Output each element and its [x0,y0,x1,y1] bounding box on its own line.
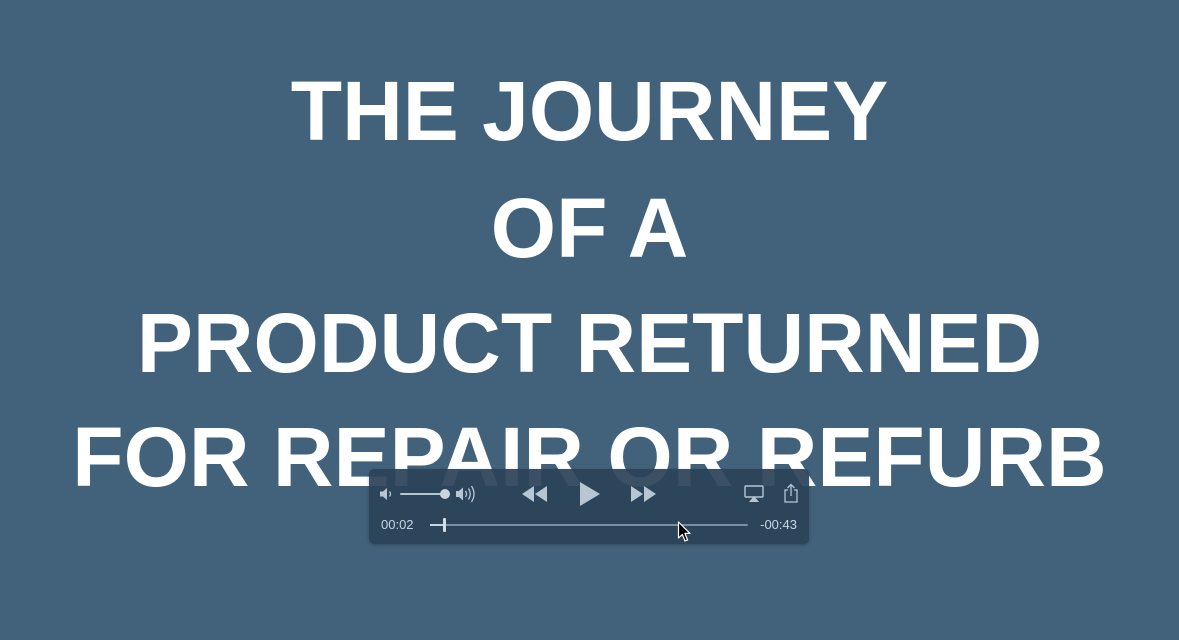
remaining-time: -00:43 [760,517,797,532]
speaker-high-icon[interactable] [455,484,479,504]
video-title-line-3: PRODUCT RETURNED [136,296,1043,390]
scrubber-track[interactable] [430,524,748,526]
speaker-low-icon[interactable] [379,486,395,502]
play-button[interactable] [577,481,603,507]
fast-forward-button[interactable] [629,485,657,503]
airplay-button[interactable] [744,485,764,503]
player-controls: 00:02 -00:43 [369,469,809,544]
rewind-button[interactable] [521,485,549,503]
mouse-pointer-icon [677,521,691,542]
video-title-line-1: THE JOURNEY [290,64,889,158]
elapsed-time: 00:02 [381,517,414,532]
volume-slider-knob[interactable] [440,489,450,499]
scrubber-progress [430,524,444,526]
volume-slider[interactable] [400,493,446,495]
scrubber-playhead[interactable] [443,518,446,532]
video-title-line-2: OF A [490,181,689,275]
share-button[interactable] [783,483,799,503]
